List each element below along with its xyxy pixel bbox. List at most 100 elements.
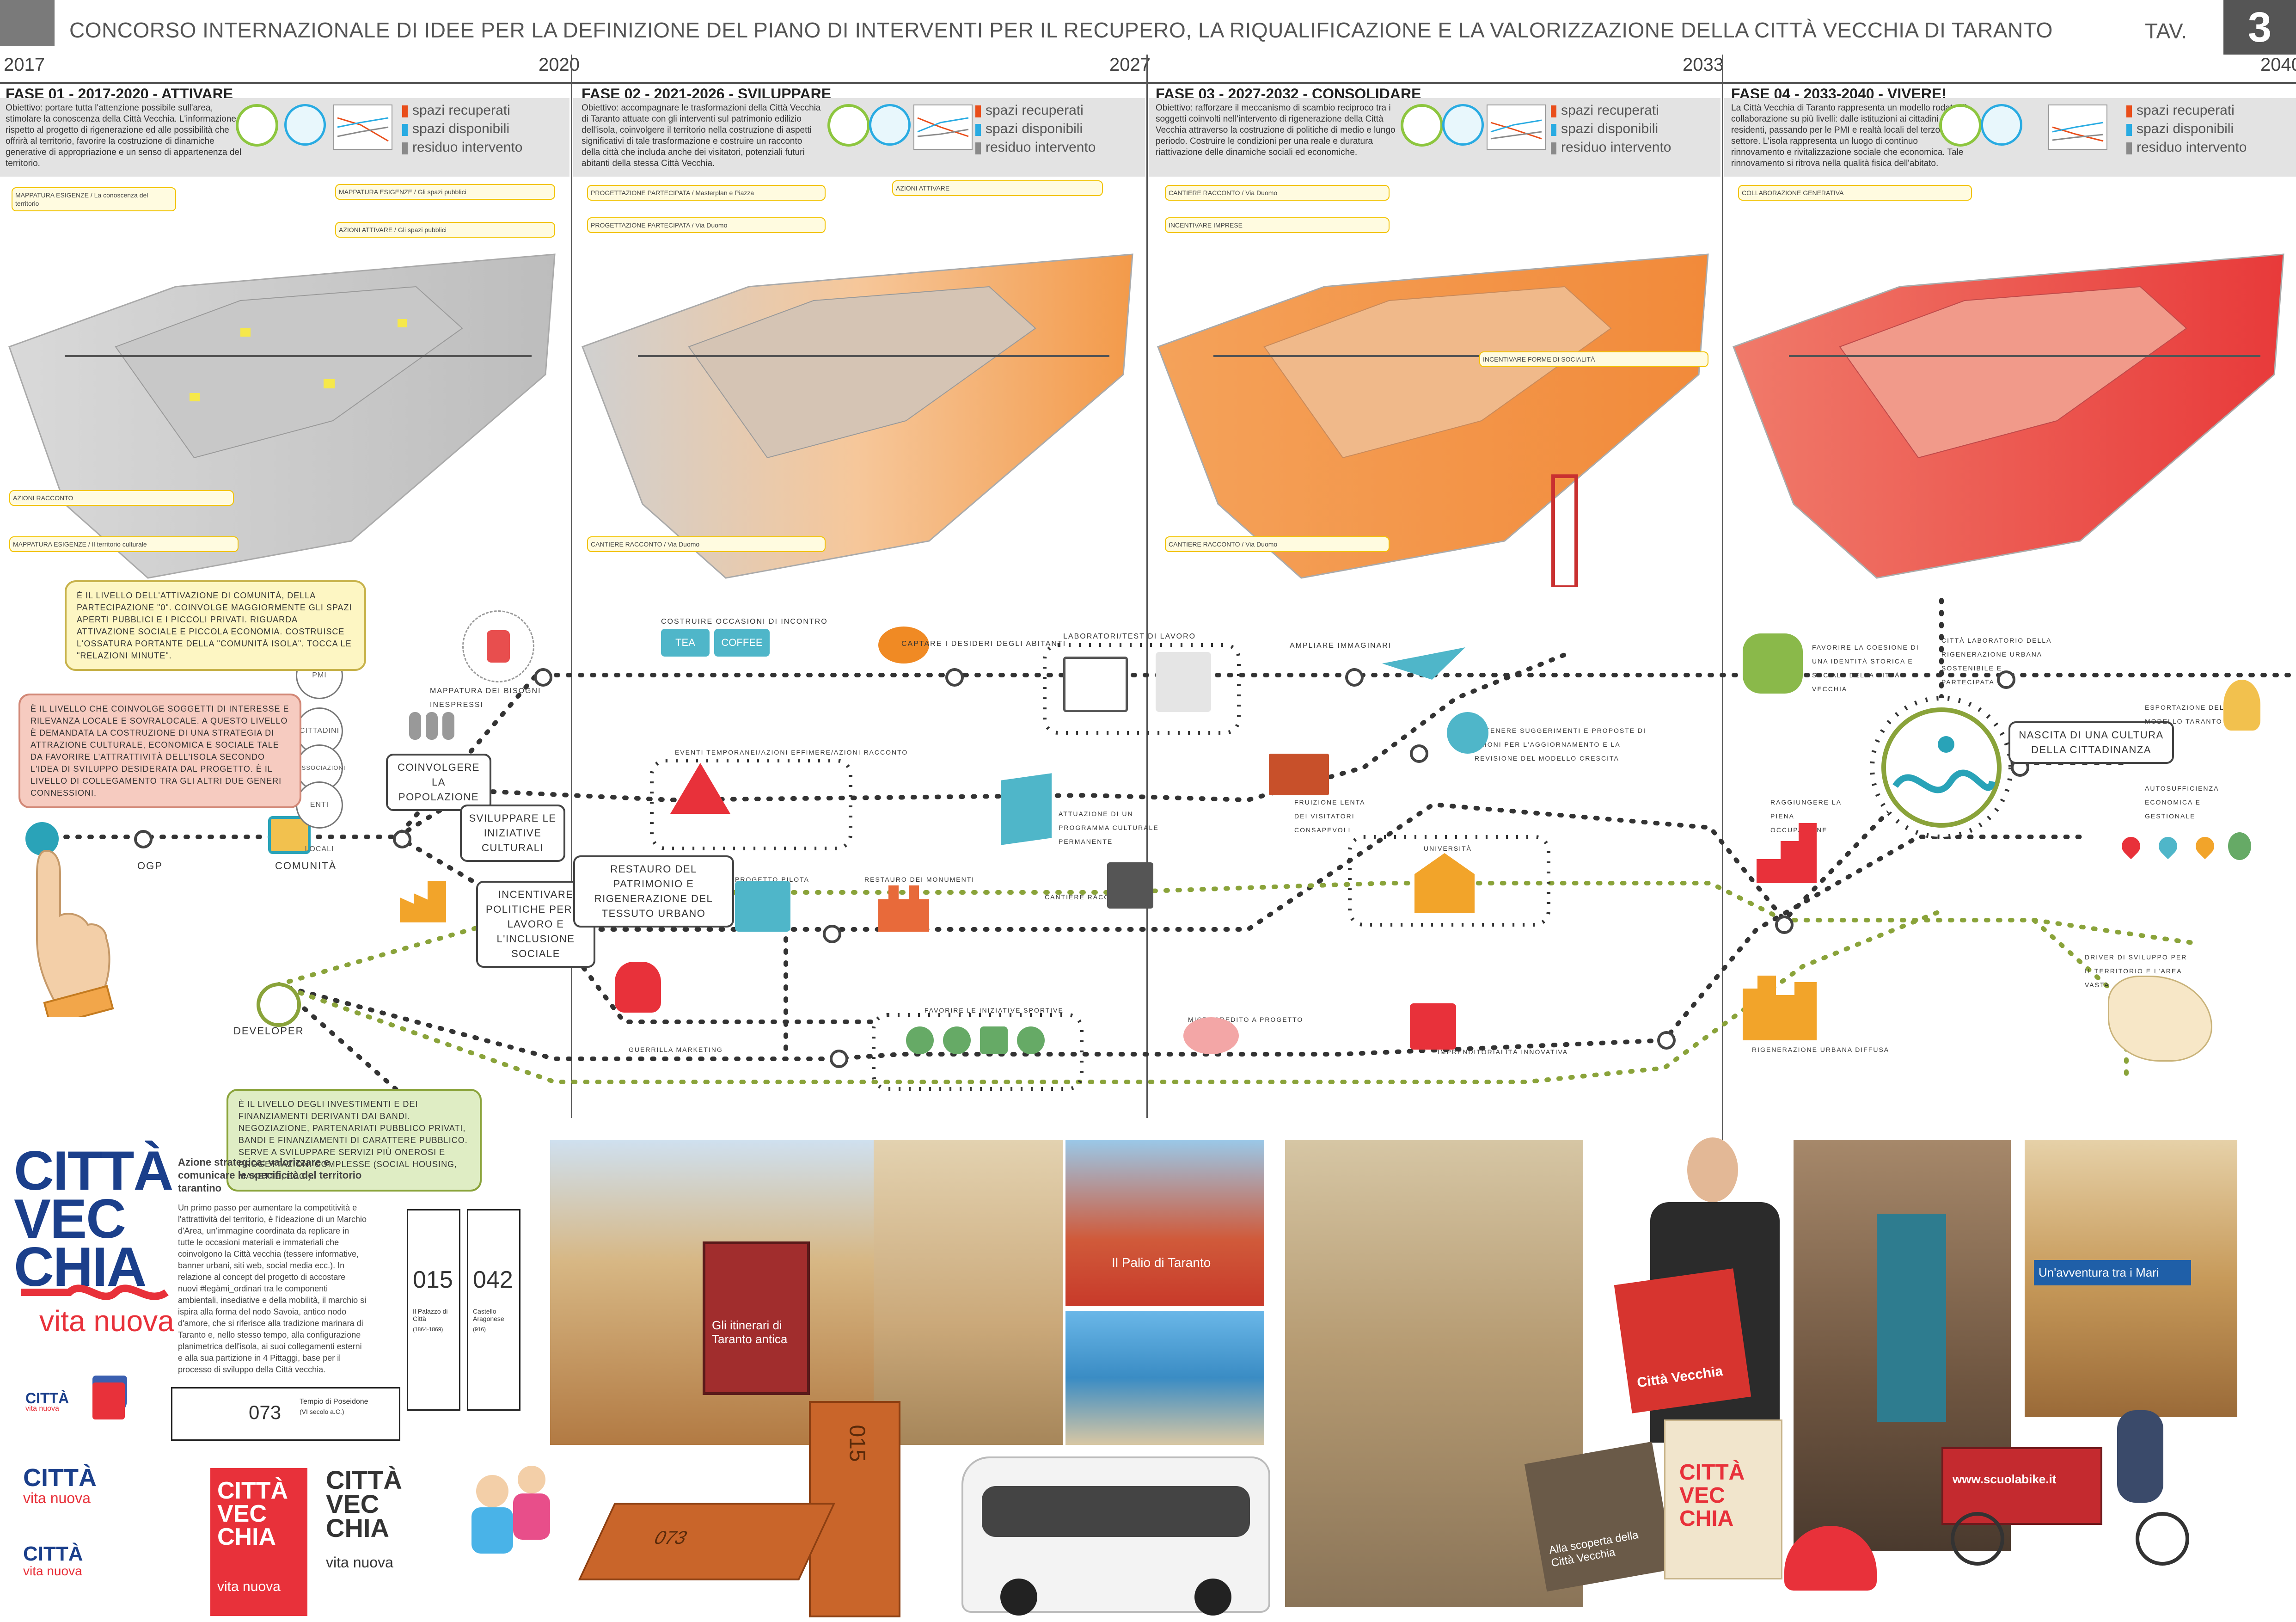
label-favorire-identita: FAVORIRE LA COESIONE DI UNA IDENTITÀ STO… <box>1812 644 1919 693</box>
label-guerrilla: GUERRILLA MARKETING <box>629 1046 723 1053</box>
legend-swatch <box>402 124 408 136</box>
station-node <box>830 1050 848 1068</box>
label-autosufficienza: AUTOSUFFICIENZA ECONOMICA E GESTIONALE <box>2145 785 2219 820</box>
map-phase-3 <box>1157 253 1709 587</box>
station-node <box>1410 744 1428 763</box>
label-attuazione: ATTUAZIONE DI UN PROGRAMMA CULTURALE PER… <box>1059 810 1159 845</box>
legend-swatch <box>1551 105 1556 117</box>
plaque-number: 073 <box>249 1401 282 1423</box>
ogp-label: OGP <box>137 860 163 872</box>
label-rigenerazione: RIGENERAZIONE URBANA DIFFUSA <box>1752 1046 1890 1053</box>
legend-label: residuo intervento <box>412 140 523 155</box>
tea-cup-icon: TEA <box>661 629 710 657</box>
coat-of-arms-icon <box>92 1382 125 1419</box>
phase-divider <box>571 55 572 1118</box>
label-restauro-monumenti: RESTAURO DEI MONUMENTI <box>864 876 975 883</box>
people-icon <box>404 707 460 744</box>
magazine-title: Città Vecchia <box>1636 1363 1724 1391</box>
signal-icon <box>1442 104 1484 146</box>
power-button-icon[interactable] <box>25 822 59 855</box>
strategy-text: Un primo passo per aumentare la competit… <box>178 1203 367 1374</box>
coffee-cup-icon: COFFEE <box>714 629 770 657</box>
signal-icon <box>869 104 911 146</box>
logo-line: CITTÀ <box>25 1390 69 1407</box>
worker-board-icon <box>1156 652 1211 712</box>
island-maps <box>8 253 2284 587</box>
gears-icon <box>1447 712 1488 754</box>
city-icon <box>1939 104 1982 147</box>
tav-label: TAV. <box>2145 19 2187 43</box>
label-driver: DRIVER DI SVILUPPO PER IL TERRITORIO E L… <box>2085 953 2187 989</box>
plaque-number: 042 <box>473 1266 513 1293</box>
logo-tagline: vita nuova <box>23 1490 91 1506</box>
header-grey-block <box>0 0 55 46</box>
map-note: INCENTIVARE IMPRESE <box>1165 217 1390 233</box>
level-circle-cittadini: CITTADINI <box>296 707 343 755</box>
tote-bag: CITTÀ VEC CHIA <box>1664 1419 1782 1579</box>
developer-label: DEVELOPER <box>233 1025 304 1037</box>
logo-tagline: vita nuova <box>326 1554 393 1571</box>
sports-equipment-icon <box>901 1017 1049 1059</box>
logo-citta-vecchia: CITTÀ VEC CHIA <box>14 1143 173 1295</box>
year-label: 2040 <box>2260 55 2296 75</box>
logo-tagline: vita nuova <box>217 1579 281 1594</box>
plaque-name: Il Palazzo di Città <box>413 1308 448 1322</box>
photo-old-facade <box>1285 1140 1583 1607</box>
city-icon <box>827 104 870 147</box>
year-label: 2020 <box>539 55 580 75</box>
legend-label: residuo intervento <box>2137 140 2247 155</box>
bike-url: www.scuolabike.it <box>1953 1472 2057 1486</box>
photo-temple-columns <box>874 1140 1063 1445</box>
plaque-number: 015 <box>413 1266 453 1293</box>
logo-mono: CITTÀ VEC CHIA vita nuova <box>326 1467 402 1571</box>
vertical-banner <box>1877 1214 1946 1422</box>
map-note: PROGETTAZIONE PARTECIPATA / Masterplan e… <box>587 185 826 201</box>
map-note: AZIONI ATTIVARE / Gli spazi pubblici <box>335 222 555 238</box>
station-node <box>823 925 841 943</box>
logo-line: CHIA <box>1679 1506 1734 1531</box>
legend-swatch <box>402 105 408 117</box>
speech-bubble-icon <box>878 627 929 664</box>
plaque-date: (VI secolo a.C.) <box>300 1408 344 1415</box>
legend-swatch <box>975 142 981 154</box>
map-note: INCENTIVARE FORME DI SOCIALITÀ <box>1479 351 1708 367</box>
map-phase-2 <box>582 253 1133 579</box>
logo-line: VEC <box>14 1188 126 1250</box>
legend-swatch <box>2126 124 2132 136</box>
logo-line: CITTÀ <box>217 1477 288 1504</box>
station-node <box>1657 1031 1676 1050</box>
banner-text: Gli itinerari di Taranto antica <box>712 1318 788 1346</box>
station-node <box>1997 670 2015 689</box>
plaque-name: Castello Aragonese <box>473 1308 504 1322</box>
book-cover: Alla scoperta della Città Vecchia <box>1524 1441 1675 1592</box>
location-pins-icon <box>2117 823 2256 869</box>
city-icon <box>1401 104 1443 147</box>
photo-diver <box>1065 1311 1264 1445</box>
cargo-bike-photo: www.scuolabike.it <box>1932 1410 2196 1566</box>
label-esportazione: ESPORTAZIONE DEL MODELLO TARANTO <box>2145 704 2224 725</box>
map-note: MAPPATURA ESIGENZE / La conoscenza del t… <box>12 187 176 211</box>
map-note: COLLABORAZIONE GENERATIVA <box>1738 185 1972 201</box>
map-phase-1 <box>8 253 556 579</box>
label-mappatura: MAPPATURA DEI BISOGNI INESPRESSI <box>430 687 541 709</box>
map-note: AZIONI RACCONTO <box>9 490 234 506</box>
map-note: CANTIERE RACCONTO / Via Duomo <box>587 536 826 552</box>
piggy-bank-icon <box>1183 1017 1239 1054</box>
totem-number: 015 <box>845 1425 869 1462</box>
trend-graph-icon <box>913 104 973 150</box>
logo-tagline: vita nuova <box>25 1405 59 1413</box>
legend-label: spazi disponibili <box>2137 121 2234 136</box>
plaque-name: Tempio di Poseidone <box>300 1398 368 1406</box>
logo-line: CITTÀ <box>23 1464 97 1492</box>
logo-horizontal-small: CITTÀ vita nuova <box>23 1544 83 1579</box>
map-note: MAPPATURA ESIGENZE / Gli spazi pubblici <box>335 184 555 200</box>
children-photo <box>462 1456 564 1618</box>
station-node <box>1775 915 1794 934</box>
plaque-date: (916) <box>473 1326 486 1333</box>
legend-label: spazi disponibili <box>412 121 510 136</box>
photo-man-reading: Città Vecchia <box>1614 1137 1789 1443</box>
station-node <box>945 668 964 687</box>
street-banner-text: Un'avventura tra i Mari <box>2034 1260 2191 1285</box>
banner-itinerari: Gli itinerari di Taranto antica <box>703 1241 810 1395</box>
photo-palazzo: Gli itinerari di Taranto antica <box>550 1140 874 1445</box>
